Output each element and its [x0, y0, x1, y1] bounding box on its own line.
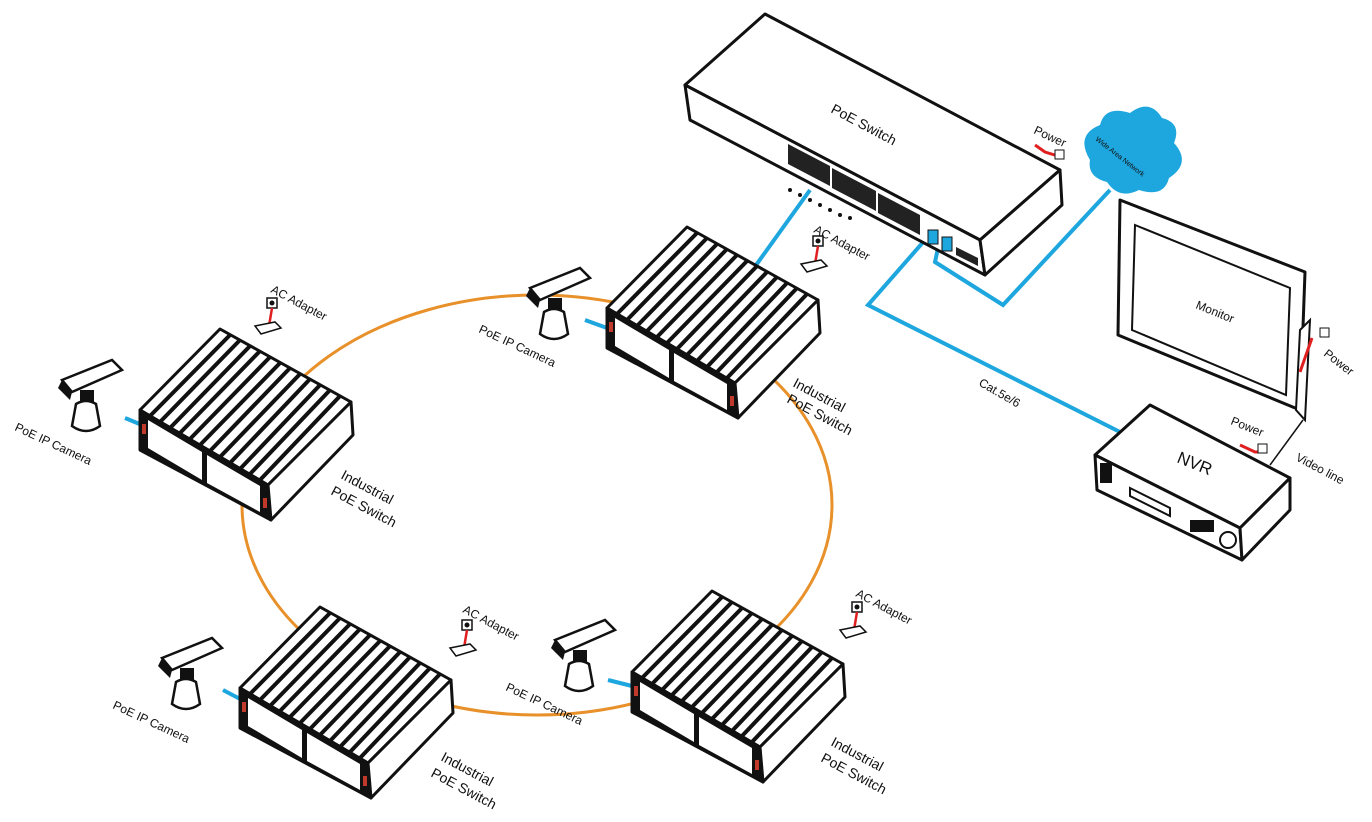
monitor-power-label: Power	[1321, 346, 1356, 378]
industrial-switch-bottom-right: AC Adapter Industrial PoE Switch PoE IP …	[504, 586, 915, 797]
video-line-label: Video line	[1294, 450, 1347, 487]
poe-switch: PoE Switch Power	[683, 12, 1068, 277]
camera-icon	[56, 358, 124, 433]
camera-icon	[156, 636, 224, 711]
wan-cloud: Wide Area Network	[1084, 106, 1182, 194]
camera-icon	[524, 266, 592, 341]
nvr-power-label: Power	[1229, 414, 1266, 440]
ac-adapter-icon	[838, 600, 868, 640]
ac-adapter-icon	[448, 618, 478, 658]
industrial-switch-left: AC Adapter Industrial PoE Switch PoE IP …	[13, 282, 400, 530]
wan-cable	[932, 188, 1112, 308]
nvr-cable	[864, 238, 1121, 434]
monitor: Monitor Power	[1116, 198, 1357, 466]
camera-icon	[549, 618, 617, 693]
ac-adapter-icon	[799, 234, 829, 274]
industrial-switch-top: AC Adapter Industrial PoE Switch PoE IP …	[477, 222, 873, 438]
ac-adapter-icon	[253, 296, 283, 336]
nvr: NVR Power Video line	[1093, 403, 1347, 562]
